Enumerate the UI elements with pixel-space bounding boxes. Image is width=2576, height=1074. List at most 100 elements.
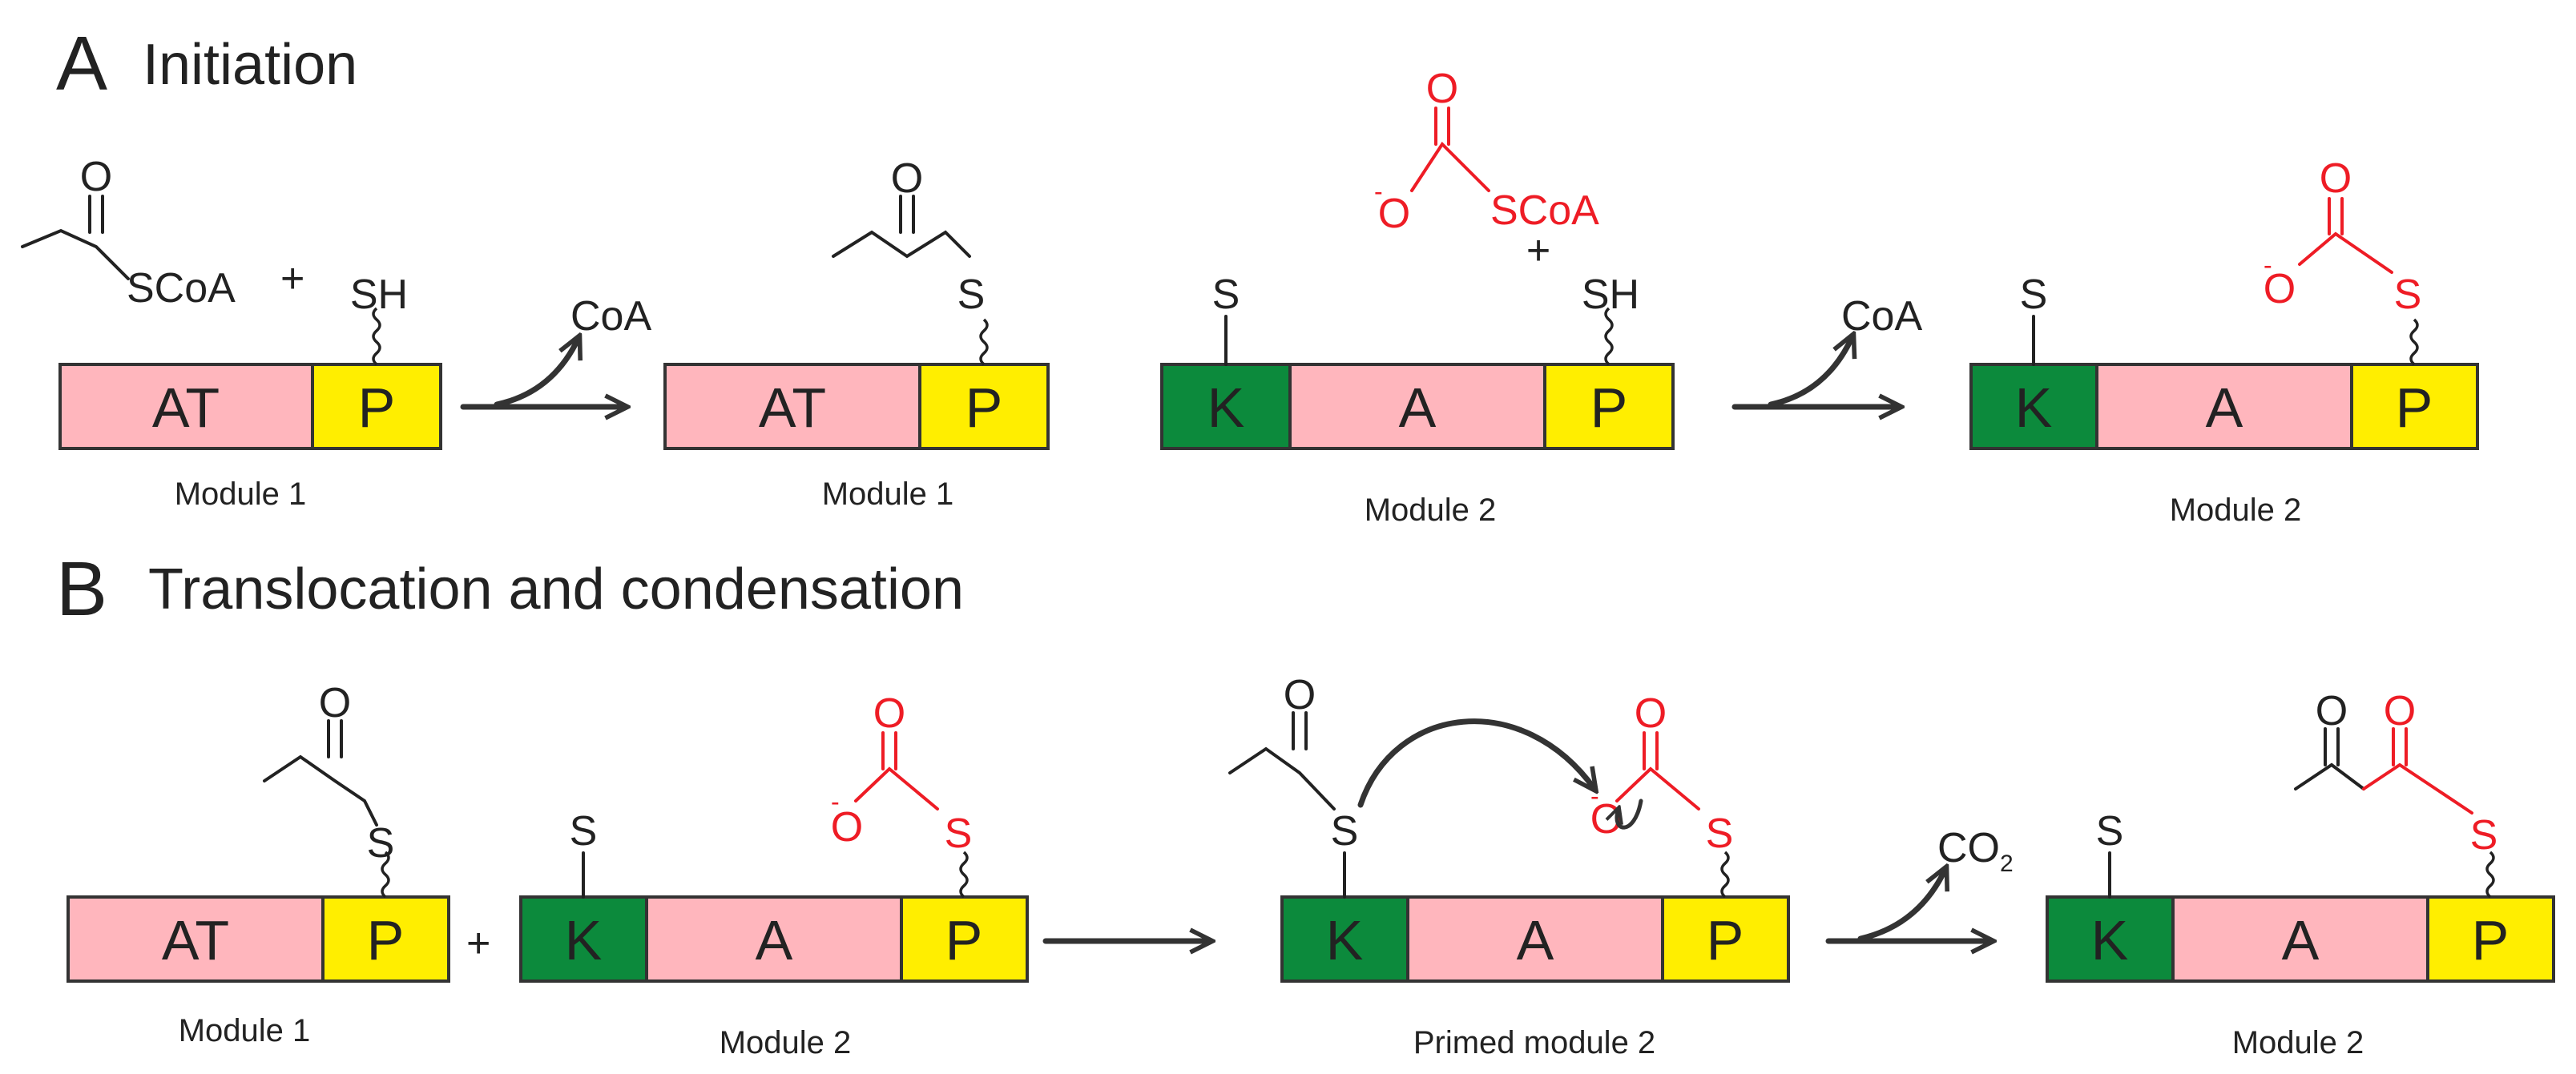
k-domain-label: K: [2091, 909, 2129, 971]
thioester-s-label: S: [2470, 812, 2498, 859]
k-domain: [1160, 363, 1292, 450]
thioester-s-label: S: [945, 811, 973, 857]
panel-b-header: B Translocation and condensation: [56, 546, 964, 632]
plus-sign: +: [280, 255, 304, 302]
decarboxylation-arrow: [1617, 798, 1643, 830]
module-1-label: Module 1: [822, 477, 954, 512]
p-domain: [1543, 363, 1675, 450]
k-domain-label: K: [2015, 376, 2053, 439]
at-domain-label: AT: [759, 376, 826, 439]
module-1-label: Module 1: [175, 477, 307, 512]
module-2-label: Module 2: [1365, 493, 1497, 528]
co2-byproduct-label: CO2: [1937, 825, 2014, 877]
nucleophilic-attack-arrow: [1357, 718, 1594, 808]
k-domain-label: K: [565, 909, 603, 971]
p-domain: [900, 895, 1029, 983]
reaction-arrow-release-coa-2: CoA: [1731, 293, 1922, 407]
malonyl-coa-molecule: O O - SCoA +: [1374, 66, 1599, 274]
p-domain-label: P: [965, 376, 1003, 439]
p-domain-label: P: [1590, 376, 1628, 439]
plus-sign: +: [466, 920, 490, 967]
module-2-product: K A P S O O S Module 2: [2046, 688, 2555, 1060]
module-2-label: Module 2: [720, 1025, 852, 1060]
p-domain: [1661, 895, 1790, 983]
a-domain-label: A: [2282, 909, 2320, 971]
k-domain-label: K: [1207, 376, 1245, 439]
p-domain-label: P: [945, 909, 983, 971]
carbonyl-oxygen-label: O: [80, 154, 112, 200]
coa-byproduct-label: CoA: [570, 293, 651, 340]
scoa-label: SCoA: [127, 265, 236, 312]
a-domain: [2095, 363, 2353, 450]
carbonyl-oxygen-label: O: [319, 680, 351, 726]
malonyl-oxygen-label: O: [873, 690, 905, 737]
malonyl-oxygen-label: O: [1426, 66, 1458, 112]
carbonyl-oxygen-label: O: [1284, 672, 1316, 718]
p-domain-label: P: [1707, 909, 1744, 971]
malonyl-oxygen-label: O: [2320, 155, 2352, 202]
thioester-s-label: S: [367, 820, 395, 867]
module-1-label: Module 1: [179, 1013, 311, 1048]
panel-a-letter: A: [56, 21, 107, 107]
ketone-oxygen-label: O: [2316, 688, 2348, 734]
module-2-unloaded: K A P S SH Module 2: [1160, 272, 1675, 528]
a-domain-label: A: [1517, 909, 1554, 971]
plus-sign: +: [1526, 227, 1550, 274]
thioester-s-label: S: [1706, 811, 1734, 857]
module-2-label: Module 2: [2170, 493, 2302, 528]
negative-charge: -: [1590, 782, 1599, 811]
a-domain: [645, 895, 903, 983]
p-domain-label: P: [2472, 909, 2509, 971]
a-domain-label: A: [2206, 376, 2243, 439]
at-domain: [663, 363, 921, 450]
module-2-label: Module 2: [2232, 1025, 2364, 1060]
a-domain-label: A: [1399, 376, 1437, 439]
a-domain: [1406, 895, 1664, 983]
carboxylate-oxygen-label: O: [2264, 266, 2296, 312]
p-domain: [2426, 895, 2555, 983]
carboxylate-oxygen-label: O: [1378, 191, 1410, 237]
k-thiol-s-label: S: [570, 808, 598, 855]
k-domain-label: K: [1326, 909, 1364, 971]
k-thiol-s-label: S: [1212, 272, 1240, 318]
module-1-loaded: AT P O S Module 1: [663, 155, 1050, 512]
k-domain: [519, 895, 648, 983]
module-1-unloaded: AT P SH Module 1: [58, 272, 442, 512]
thioester-s-label: S: [2394, 272, 2422, 318]
module-2-malonyl-loaded-b: K A P S S O O - Module 2: [519, 690, 1029, 1060]
a-domain: [1288, 363, 1546, 450]
panel-a-title: Initiation: [143, 33, 357, 97]
p-domain-label: P: [367, 909, 405, 971]
p-domain: [918, 363, 1050, 450]
module-2-malonyl-loaded: K A P S S O O - Module 2: [1969, 155, 2479, 528]
reaction-arrow-release-coa-1: CoA: [460, 293, 651, 407]
panel-b-title: Translocation and condensation: [148, 557, 964, 621]
primed-module-2-label: Primed module 2: [1413, 1025, 1655, 1060]
k-thiol-s-label: S: [2020, 272, 2048, 318]
coa-byproduct-label: CoA: [1841, 293, 1922, 340]
negative-charge: -: [1374, 177, 1383, 206]
p-domain: [321, 895, 450, 983]
a-domain-label: A: [756, 909, 793, 971]
module-1-loaded-b: AT P O S Module 1: [67, 680, 450, 1048]
thioester-oxygen-label: O: [2384, 688, 2416, 734]
panel-a-header: A Initiation: [56, 21, 357, 107]
negative-charge: -: [831, 787, 840, 816]
propionyl-coa-molecule: O SCoA: [21, 154, 236, 312]
carbonyl-oxygen-label: O: [891, 155, 923, 202]
p-domain: [2350, 363, 2479, 450]
p-domain-label: P: [2396, 376, 2433, 439]
carboxylate-oxygen-label: O: [831, 804, 863, 851]
malonyl-oxygen-label: O: [1635, 690, 1667, 737]
scoa-label: SCoA: [1490, 187, 1599, 234]
k-thiol-s-label: S: [2096, 808, 2124, 855]
reaction-arrow-release-co2: CO2: [1825, 825, 2014, 941]
negative-charge: -: [2264, 251, 2272, 280]
thiol-sh-label: SH: [350, 272, 408, 318]
thiol-sh-label: SH: [1582, 272, 1639, 318]
at-domain-label: AT: [162, 909, 229, 971]
thioester-s-label: S: [957, 272, 986, 318]
at-domain-label: AT: [152, 376, 220, 439]
panel-b-letter: B: [56, 546, 107, 632]
